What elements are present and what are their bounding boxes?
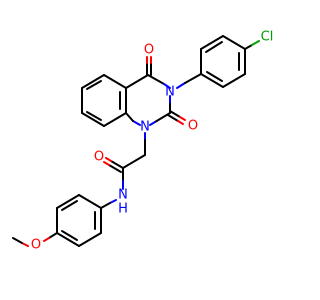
bond	[184, 73, 202, 84]
bond	[100, 202, 111, 209]
bond-carbonyl	[179, 116, 186, 121]
bond-carbonyl	[105, 157, 112, 162]
methoxyphenyl-ring	[12, 194, 102, 247]
bond-carbonyl	[167, 114, 179, 122]
structure-canvas: O N O N Cl O N H O	[12, 29, 274, 253]
nitrogen-label-amide: N	[118, 188, 128, 203]
bond-double-inner	[86, 111, 102, 121]
bond	[12, 237, 23, 244]
bond-double-inner	[61, 200, 78, 211]
oxygen-label-c4: O	[144, 43, 154, 58]
benzo-ring	[81, 74, 127, 127]
nitrogen-label-n1: N	[140, 120, 150, 135]
bond-carbonyl	[103, 161, 110, 166]
bond	[222, 35, 246, 50]
bond	[149, 121, 156, 126]
bond-carbonyl	[110, 160, 124, 169]
bond-carbonyl	[169, 110, 181, 118]
quinazoline-ring	[125, 56, 186, 126]
bond	[21, 242, 29, 247]
hydrogen-label-amide: H	[118, 202, 128, 217]
bond-carbonyl	[177, 120, 184, 125]
bond	[200, 73, 224, 88]
bond-double-inner	[86, 80, 102, 90]
bond	[56, 194, 80, 209]
bond	[103, 112, 127, 127]
acetamide-linker	[100, 132, 146, 209]
bond	[103, 74, 127, 89]
bond	[122, 154, 146, 169]
bond-double-inner	[206, 71, 223, 82]
bond-carbonyl	[108, 164, 122, 173]
molecule-diagram: O N O N Cl O N H O	[12, 30, 274, 253]
bond	[81, 112, 105, 127]
nitrogen-label-n3: N	[165, 85, 175, 100]
bond	[78, 232, 102, 247]
bond	[163, 83, 171, 89]
bond	[200, 35, 224, 50]
bond	[244, 44, 253, 50]
oxygen-label-amide: O	[94, 150, 104, 165]
bond	[81, 74, 105, 89]
bond	[176, 82, 186, 89]
bond	[125, 112, 134, 122]
bond	[48, 232, 58, 239]
bond	[109, 199, 117, 204]
bond	[56, 232, 80, 247]
bond-double-inner	[205, 41, 223, 53]
chlorophenyl-ring	[176, 35, 260, 89]
bond	[222, 73, 246, 88]
bond	[251, 40, 260, 46]
oxygen-label-c2: O	[188, 119, 198, 134]
oxygen-label-ether: O	[31, 238, 41, 253]
bond	[78, 194, 102, 209]
bond	[147, 74, 165, 85]
bond	[125, 74, 149, 89]
bond	[43, 237, 50, 242]
chlorine-label: Cl	[261, 30, 274, 45]
bond-double-inner	[61, 230, 78, 241]
bond	[132, 120, 141, 126]
